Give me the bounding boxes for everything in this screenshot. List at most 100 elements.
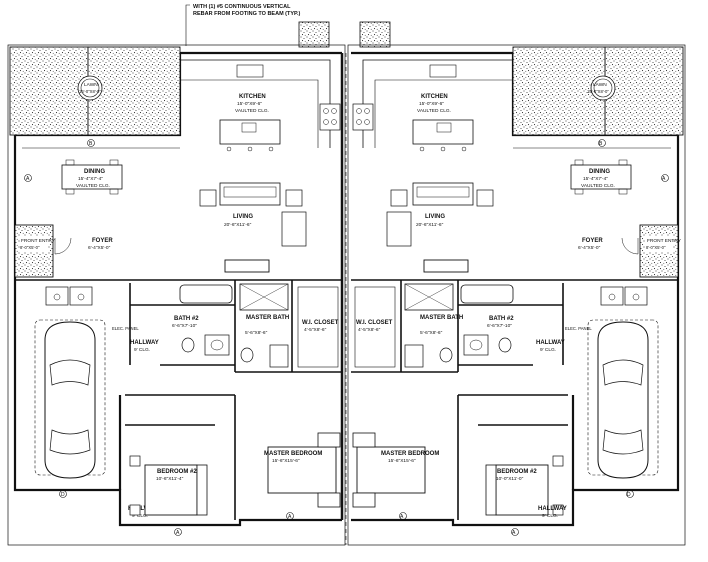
lawn-label: LAWN — [593, 82, 607, 88]
marker-b-1: B — [89, 141, 93, 147]
living-dims: 20'-6"X11'-6" — [416, 222, 444, 228]
kitchen-label: KITCHEN — [239, 94, 266, 100]
foyer-label: FOYER — [92, 238, 113, 244]
bed — [495, 464, 549, 516]
kitchen: KITCHEN 15'-0"X9'-6" VAULTED CLG. — [180, 59, 341, 152]
range-stove — [319, 103, 341, 131]
living: LIVING 20'-6"X11'-6" — [199, 182, 307, 273]
wic-label: W.I. CLOSET — [302, 320, 339, 326]
bedroom-2: BEDROOM #2 10'-6"X11'-4" — [129, 455, 208, 516]
elec-panel-label: ELEC. PANEL — [112, 326, 139, 331]
master-bedroom — [352, 432, 426, 508]
wic-dims: 4'-5"X8'-6" — [304, 327, 327, 333]
bath-2: BATH #2 6'-6"X7'-10" — [172, 284, 233, 356]
kitchen — [352, 59, 513, 152]
tv-console — [423, 259, 469, 273]
tv-console — [224, 259, 270, 273]
wic-dims: 4'-5"X8'-6" — [358, 327, 381, 333]
bath2-dims: 6'-6"X7'-10" — [487, 323, 512, 329]
bathtub — [179, 284, 233, 304]
master-bedroom-label: MASTER BEDROOM — [264, 451, 322, 457]
marker-a-3: A — [400, 514, 404, 520]
master-bed — [356, 446, 426, 494]
wic-label: W.I. CLOSET — [356, 320, 393, 326]
laundry-appliances — [45, 286, 93, 306]
kitchen-dims: 15'-0"X9'-6" — [237, 101, 262, 107]
marker-a-2: A — [176, 530, 180, 536]
armchair — [281, 211, 307, 247]
front-entry — [639, 224, 679, 278]
bath-2 — [460, 284, 514, 356]
bedroom2-label: BEDROOM #2 — [497, 469, 537, 475]
master-bath — [404, 283, 454, 368]
hallway-label-lower: HALLWAY — [538, 506, 567, 512]
top-vent-right — [359, 21, 391, 48]
bedroom-2 — [485, 455, 564, 516]
foyer — [621, 237, 639, 255]
exterior-walls — [7, 44, 346, 546]
foyer-dims: 6'-4"X5'-0" — [88, 245, 111, 251]
armchair — [386, 211, 412, 247]
interior-walls — [15, 279, 342, 520]
sofa — [219, 182, 281, 206]
garage-car — [34, 319, 106, 479]
section-markers — [399, 139, 669, 536]
lawn-dims: 15'-0"X8'-0" — [587, 89, 609, 94]
elec-panel-label: ELEC. PANEL — [565, 326, 592, 331]
dining-dims: 15'-4"X7'-4" — [78, 176, 103, 182]
dining: DINING 15'-4"X7'-4" VAULTED CLG. — [22, 147, 180, 195]
bedroom2-dims: 10'-0"X11'-0" — [496, 476, 524, 482]
bath2-label: BATH #2 — [174, 316, 199, 322]
walk-in-closet — [354, 286, 396, 368]
marker-b-1: B — [599, 141, 603, 147]
dining-label: DINING — [84, 169, 105, 175]
kitchen-ceiling: VAULTED CLG. — [417, 108, 451, 114]
unit-right-labels: LAWN 15'-0"X8'-0" KITCHEN 15'-0"X9'-6" V… — [356, 82, 682, 536]
hallway-ceiling: 9' CLG. — [540, 347, 556, 353]
garage-car — [587, 319, 659, 479]
bath2-dims: 6'-6"X7'-10" — [172, 323, 197, 329]
living-label: LIVING — [425, 214, 445, 220]
front-entry-dims: 8'-0"X5'-0" — [20, 245, 40, 250]
hallway: HALLWAY 9' CLG. ELEC. PANEL HALLWAY 9' C… — [112, 326, 159, 519]
interior-walls — [351, 279, 678, 520]
hallway-label: HALLWAY — [536, 340, 565, 346]
foyer-dims: 6'-4"X5'-0" — [578, 245, 601, 251]
hallway-label-lower: HALLWAY — [128, 506, 157, 512]
rebar-note-leader — [185, 4, 190, 46]
living-dims: 20'-6"X11'-6" — [224, 222, 252, 228]
dining-table — [61, 164, 123, 190]
master-bath-dims: 5'-6"X8'-6" — [245, 330, 268, 336]
marker-d-1: D — [61, 492, 65, 498]
master-bath-dims: 5'-6"X8'-6" — [420, 330, 443, 336]
living — [386, 182, 494, 273]
marker-a-1: A — [26, 176, 30, 182]
marker-a-1: A — [662, 176, 666, 182]
foyer-label: FOYER — [582, 238, 603, 244]
master-bath-label: MASTER BATH — [420, 315, 463, 321]
hallway-ceiling-lower: 9' CLG. — [132, 513, 148, 519]
kitchen-ceiling: VAULTED CLG. — [235, 108, 269, 114]
dining-label: DINING — [589, 169, 610, 175]
unit-right — [347, 44, 686, 546]
front-entry-dims: 8'-0"X5'-0" — [646, 245, 666, 250]
kitchen-dims: 15'-0"X9'-6" — [419, 101, 444, 107]
top-vent-left — [298, 21, 330, 48]
master-bath: MASTER BATH 5'-6"X8'-6" — [239, 283, 289, 368]
front-entry-label: FRONT ENTRY — [647, 238, 682, 244]
dining-ceiling: VAULTED CLG. — [581, 183, 615, 189]
master-bath-label: MASTER BATH — [246, 315, 289, 321]
living-label: LIVING — [233, 214, 253, 220]
unit-left: LAWN 15'-0"X8'-0" KITCHEN 15'-0"X9'-6" V… — [7, 44, 346, 546]
walk-in-closet: W.I. CLOSET 4'-5"X8'-6" — [297, 286, 339, 368]
dining-table — [570, 164, 632, 190]
dining-dims: 15'-4"X7'-4" — [583, 176, 608, 182]
hallway-ceiling: 9' CLG. — [134, 347, 150, 353]
front-entry-label: FRONT ENTRY — [21, 238, 56, 244]
master-bedroom: MASTER BEDROOM 15'-6"X15'-6" — [264, 432, 341, 508]
marker-a-3: A — [288, 514, 292, 520]
bedroom2-dims: 10'-6"X11'-4" — [156, 476, 184, 482]
master-bedroom-dims: 15'-6"X15'-6" — [272, 458, 300, 464]
bath2-label: BATH #2 — [489, 316, 514, 322]
